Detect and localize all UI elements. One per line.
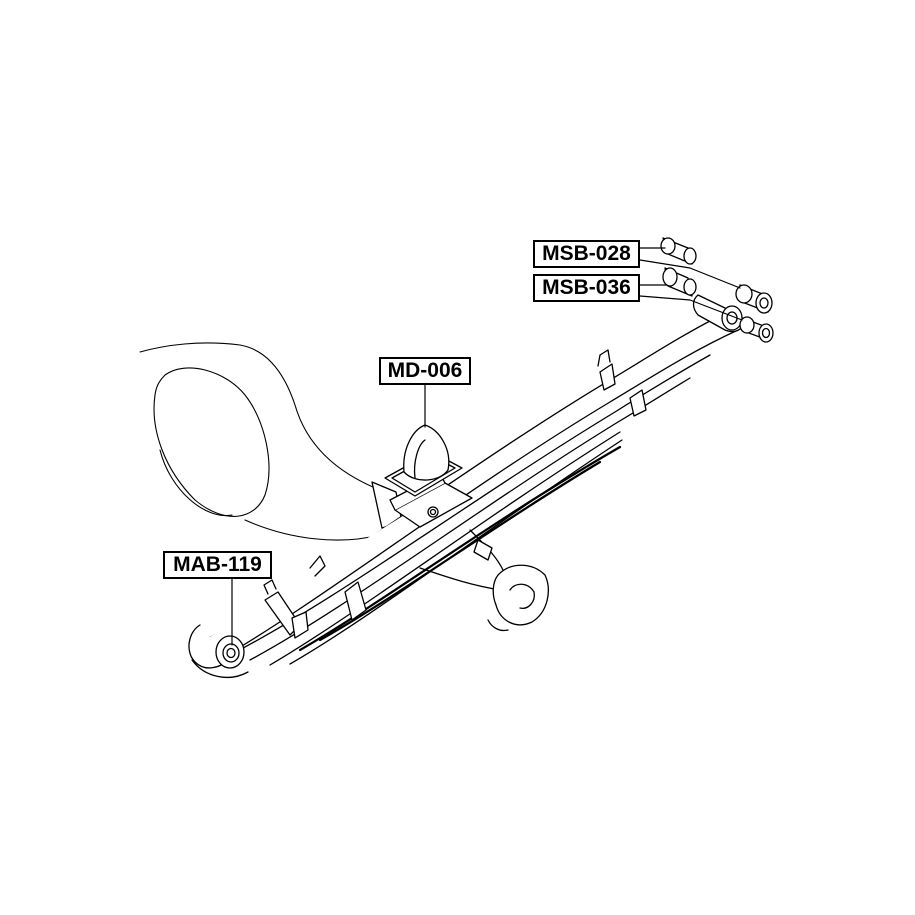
bump-stop-icon [384,424,463,497]
leaf-spring-icon [204,311,739,666]
rear-bushings-icon [660,237,774,343]
part-label-md-006: MD-006 [379,357,471,385]
front-spring-eye-icon [188,624,249,678]
wheel-outline-icon [139,342,381,541]
axle-housing-icon [371,481,549,632]
leader-lines [231,247,743,646]
rebound-clips-icon [263,349,647,639]
part-label-msb-036: MSB-036 [533,274,640,302]
part-label-mab-119: MAB-119 [163,551,272,579]
part-label-msb-028: MSB-028 [533,240,640,268]
